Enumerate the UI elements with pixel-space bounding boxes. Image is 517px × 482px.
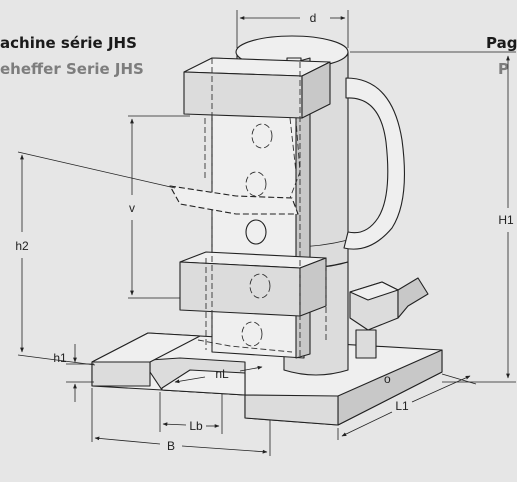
- dim-v: v: [128, 115, 190, 299]
- title-de-left: eheffer Serie JHS: [0, 60, 144, 78]
- label-nL: nL: [215, 367, 229, 381]
- base-plate: o: [91, 332, 443, 426]
- label-h2: h2: [15, 239, 29, 253]
- label-d: d: [310, 11, 317, 25]
- dim-Lb: Lb: [159, 392, 223, 434]
- pump-handle: [343, 77, 406, 250]
- left-base-step: [91, 332, 201, 387]
- label-Lb: Lb: [189, 419, 203, 433]
- upper-claw: [183, 57, 331, 119]
- title-fr-right: Pag: [486, 34, 517, 52]
- dim-H1: H1: [350, 51, 516, 383]
- label-h1: h1: [53, 351, 67, 365]
- dim-h1: h1: [53, 344, 94, 402]
- dim-h2: h2: [15, 151, 176, 366]
- dim-d: d: [236, 10, 349, 48]
- title-fr-left: achine série JHS: [0, 34, 137, 52]
- title-de-right: P: [498, 60, 509, 78]
- label-B: B: [167, 439, 175, 453]
- dim-B: B: [91, 388, 271, 456]
- release-valve: [349, 277, 429, 359]
- dim-nL: nL: [174, 365, 263, 384]
- mid-claw-ghost: [169, 185, 299, 245]
- dim-L1: L1: [337, 373, 477, 440]
- toe-slot: [149, 357, 246, 396]
- label-v: v: [129, 201, 135, 215]
- label-L1: L1: [395, 399, 409, 413]
- lower-claw: [179, 251, 327, 317]
- label-H1: H1: [498, 213, 514, 227]
- base-o-mark: o: [384, 372, 391, 386]
